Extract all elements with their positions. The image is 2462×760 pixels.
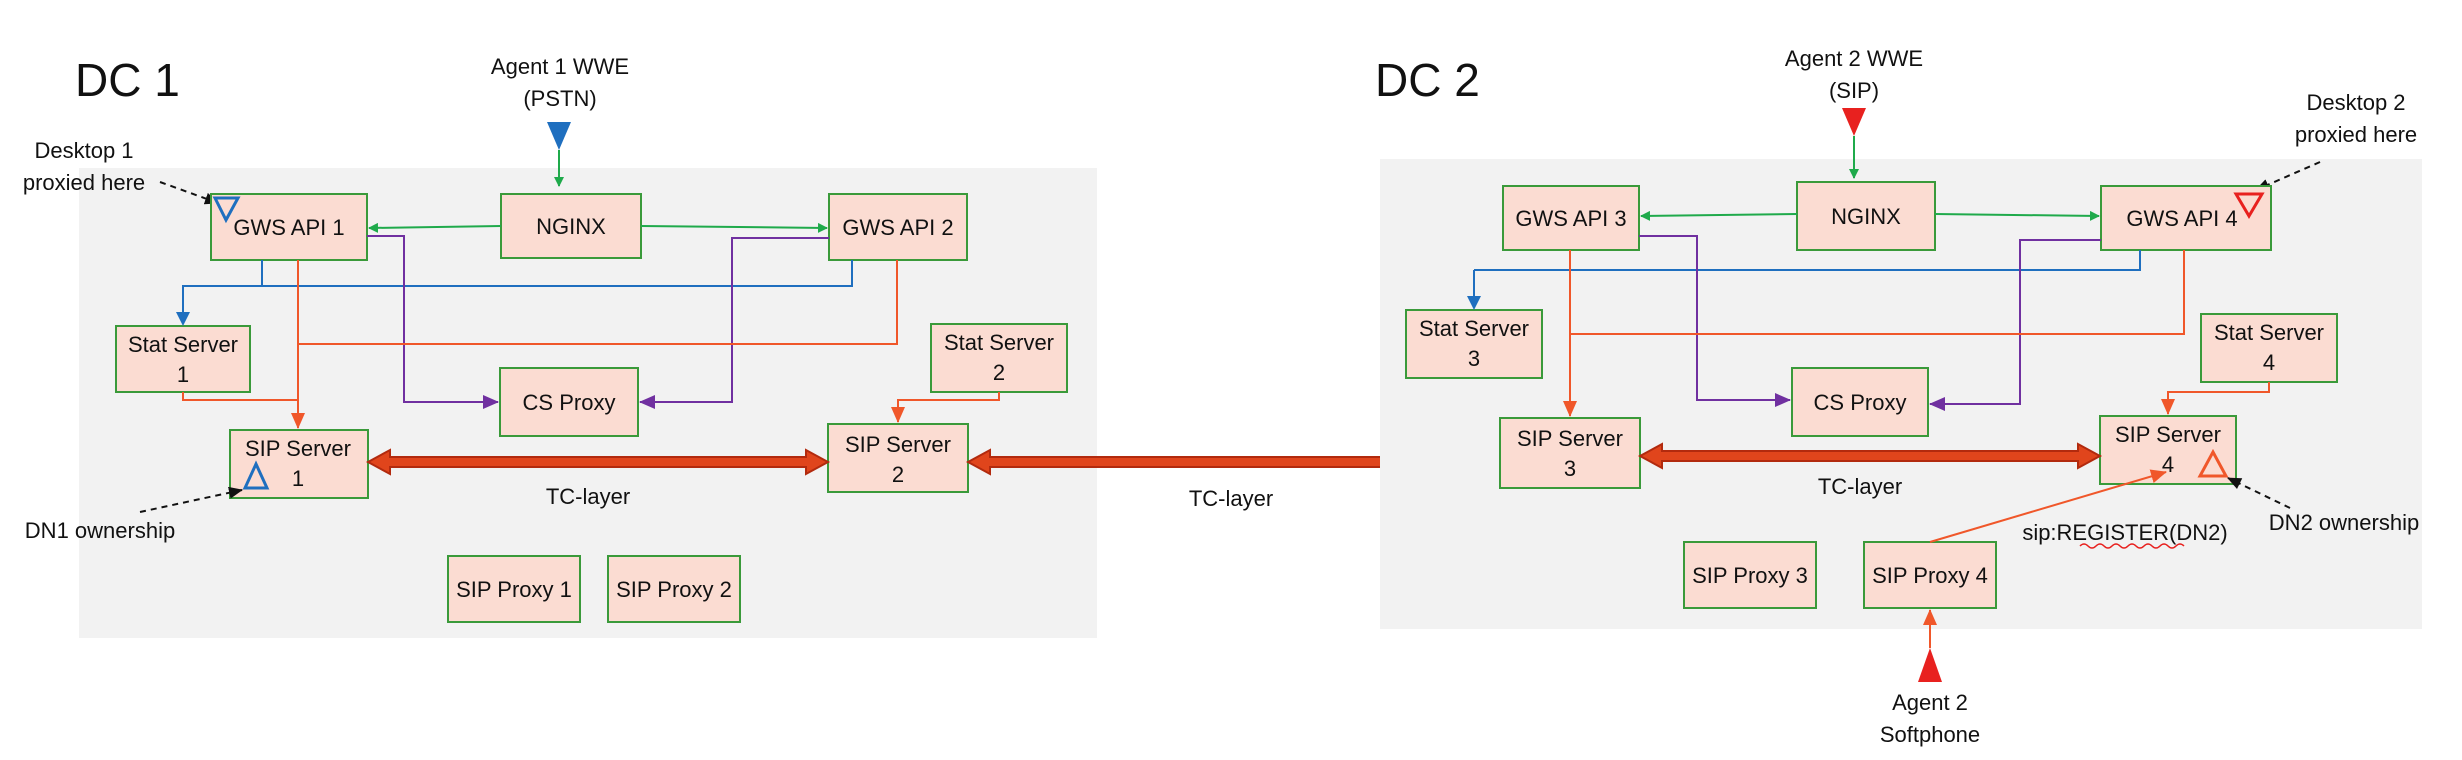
cs-proxy-1-node: CS Proxy — [499, 367, 639, 437]
tc-layer-2-label: TC-layer — [1818, 474, 1902, 499]
gws-api-1-label: GWS API 1 — [233, 215, 344, 240]
sip-proxy-1-label: SIP Proxy 1 — [456, 577, 572, 602]
agent2-red-triangle — [1842, 108, 1866, 136]
stat-server-2-node: Stat Server 2 — [930, 323, 1068, 393]
gws-to-stat1-blue-link — [261, 260, 853, 287]
stat-server-3-label-line1: Stat Server — [1419, 316, 1529, 341]
gws-api-4-label: GWS API 4 — [2126, 206, 2237, 231]
stat-server-1-label-line2: 1 — [177, 362, 189, 387]
dc2-region: DC 2 Agent 2 WWE (SIP) Desktop 2 proxied… — [1375, 46, 2422, 747]
nginx-1-label: NGINX — [536, 214, 606, 239]
stat-server-2-label-line2: 2 — [993, 360, 1005, 385]
gws-api-4-node: GWS API 4 — [2100, 185, 2272, 251]
sip-server-2-node: SIP Server 2 — [827, 423, 969, 493]
cs-proxy-2-node: CS Proxy — [1791, 367, 1929, 437]
stat-server-4-node: Stat Server 4 — [2200, 313, 2338, 383]
stat-server-1-node: Stat Server 1 — [115, 325, 251, 393]
gws-api-3-label: GWS API 3 — [1515, 206, 1626, 231]
gws2-to-sip-orange-link — [298, 260, 898, 345]
dc1-region: DC 1 Agent 1 WWE (PSTN) Desktop 1 proxie… — [23, 54, 1097, 638]
nginx-2-node: NGINX — [1796, 181, 1936, 251]
sipproxy4-to-sip4-register-arrow — [1929, 469, 2167, 543]
dn2-red-marker — [2197, 448, 2229, 478]
sip-server-3-label-line1: SIP Server — [1517, 426, 1623, 451]
stat-server-3-node: Stat Server 3 — [1405, 309, 1543, 379]
desktop1-label-line1: Desktop 1 — [34, 138, 133, 163]
register-underline-squiggle — [2079, 543, 2185, 549]
sip-server-3-label-line2: 3 — [1564, 456, 1576, 481]
sip-server-1-label-line2: 1 — [292, 466, 304, 491]
sip-proxy-4-label: SIP Proxy 4 — [1872, 563, 1988, 588]
stat-server-4-label-line1: Stat Server — [2214, 320, 2324, 345]
nginx-to-gws2-arrow — [640, 222, 828, 233]
desktop2-red-marker — [2233, 192, 2265, 219]
sip-proxy-3-node: SIP Proxy 3 — [1683, 541, 1817, 609]
dn2-pointer — [2227, 477, 2291, 509]
sip-server-1-label-line1: SIP Server — [245, 436, 351, 461]
tc-layer-2-double-arrow — [1637, 442, 2103, 470]
gws3-to-csproxy-purple-arrow — [1639, 235, 1791, 407]
stat1-to-sip1-orange-link — [182, 392, 298, 401]
stat-server-4-label-line2: 4 — [2263, 350, 2275, 375]
sip-proxy-3-label: SIP Proxy 3 — [1692, 563, 1808, 588]
desktop2-label-line2: proxied here — [2295, 122, 2417, 147]
agent1-blue-triangle — [547, 122, 571, 150]
cs-proxy-1-label: CS Proxy — [523, 390, 616, 415]
nginx2-to-gws3-arrow — [1640, 210, 1798, 221]
nginx-2-label: NGINX — [1831, 204, 1901, 229]
stat4-to-sip4-orange-arrow — [2161, 382, 2270, 415]
dn2-ownership-label: DN2 ownership — [2269, 510, 2419, 535]
tc-layer-1-label: TC-layer — [546, 484, 630, 509]
tc-layer-1-double-arrow — [365, 448, 831, 476]
nginx-to-gws1-arrow — [368, 222, 502, 233]
agent2-label-line2: (SIP) — [1829, 78, 1879, 103]
gws-api-1-node: GWS API 1 — [210, 193, 368, 261]
gws-to-stat1-blue-arrow — [176, 285, 262, 326]
sip-proxy-2-label: SIP Proxy 2 — [616, 577, 732, 602]
agent2-label-line1: Agent 2 WWE — [1785, 46, 1923, 71]
desktop1-label-line2: proxied here — [23, 170, 145, 195]
sip-proxy-1-node: SIP Proxy 1 — [447, 555, 581, 623]
sip-proxy-4-node: SIP Proxy 4 — [1863, 541, 1997, 609]
stat-server-1-label-line1: Stat Server — [128, 332, 238, 357]
gws-api-2-node: GWS API 2 — [828, 193, 968, 261]
dc2-title: DC 2 — [1375, 54, 1480, 106]
agent1-label-line2: (PSTN) — [523, 86, 596, 111]
nginx-1-node: NGINX — [500, 193, 642, 259]
sip-register-label: sip:REGISTER(DN2) — [2022, 520, 2227, 545]
gws-api-2-label: GWS API 2 — [842, 215, 953, 240]
gws4-to-csproxy-purple-arrow — [1929, 239, 2101, 411]
sip-server-1-node: SIP Server 1 — [229, 429, 369, 499]
desktop2-label-line1: Desktop 2 — [2306, 90, 2405, 115]
stat-server-3-label-line2: 3 — [1468, 346, 1480, 371]
gws-api-3-node: GWS API 3 — [1502, 185, 1640, 251]
dn1-ownership-label: DN1 ownership — [25, 518, 175, 543]
nginx2-to-gws4-arrow — [1934, 210, 2100, 221]
desktop1-blue-marker — [212, 196, 241, 224]
sip-server-2-label-line2: 2 — [892, 462, 904, 487]
stat-server-2-label-line1: Stat Server — [944, 330, 1054, 355]
softphone-red-triangle — [1918, 648, 1942, 682]
softphone-label-line1: Agent 2 — [1892, 690, 1968, 715]
sip-server-3-node: SIP Server 3 — [1499, 417, 1641, 489]
gws2-to-csproxy-purple-arrow — [639, 237, 829, 409]
tc-layer-middle-label: TC-layer — [1189, 486, 1273, 511]
agent1-label-line1: Agent 1 WWE — [491, 54, 629, 79]
gws1-to-csproxy-purple-arrow — [367, 235, 499, 409]
stat2-to-sip2-orange-arrow — [891, 392, 1000, 423]
cs-proxy-2-label: CS Proxy — [1814, 390, 1907, 415]
dc1-title: DC 1 — [75, 54, 180, 106]
dn1-blue-marker — [242, 460, 270, 490]
sip-proxy-2-node: SIP Proxy 2 — [607, 555, 741, 623]
sip-server-4-label-line1: SIP Server — [2115, 422, 2221, 447]
softphone-label-line2: Softphone — [1880, 722, 1980, 747]
gws4-to-sip-orange-link — [1570, 250, 2185, 335]
sip-server-2-label-line1: SIP Server — [845, 432, 951, 457]
sip-server-4-node: SIP Server 4 — [2099, 415, 2237, 485]
